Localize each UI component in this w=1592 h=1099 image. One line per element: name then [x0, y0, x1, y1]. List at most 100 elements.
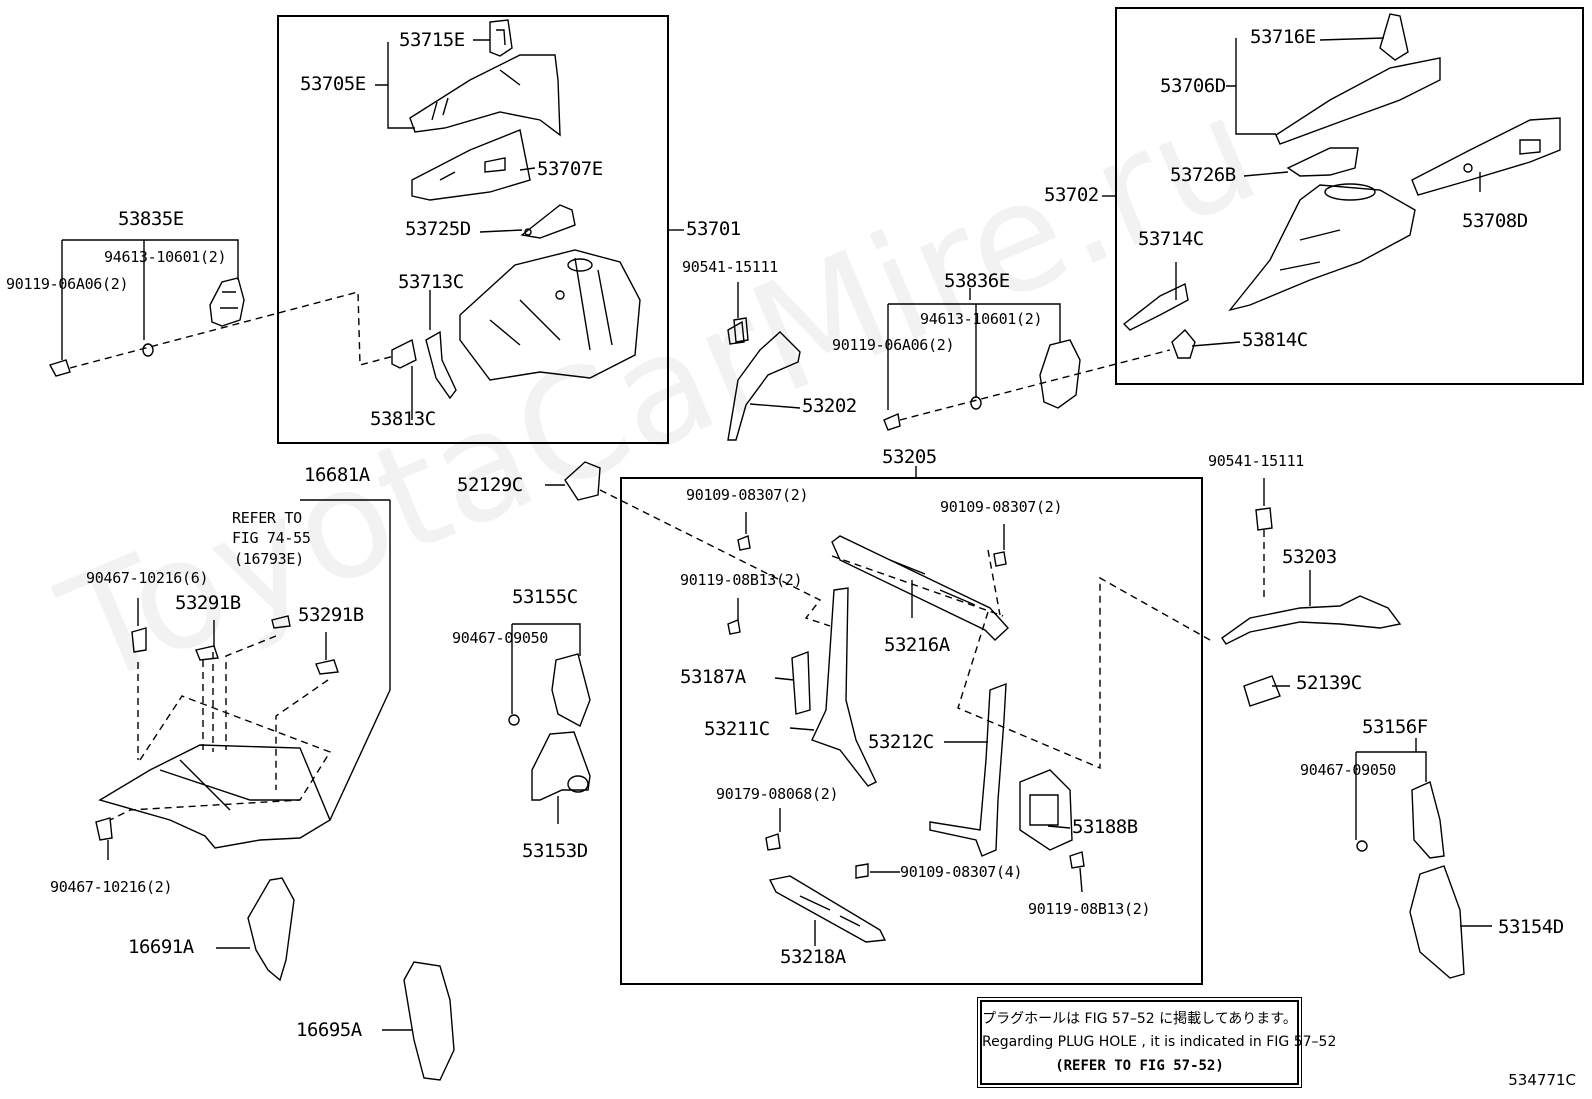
label-53705E: 53705E: [300, 73, 366, 95]
part-53218A: [768, 875, 887, 943]
label-53153D: 53153D: [522, 840, 588, 862]
part-clip-90467a: [131, 627, 147, 653]
group-box-53702: [1115, 7, 1584, 385]
part-clip-90467d: [1356, 840, 1368, 852]
label-90541-a: 90541-15111: [682, 258, 779, 276]
refer-line-2: FIG 74-55: [232, 529, 311, 547]
label-53218A: 53218A: [780, 946, 846, 968]
part-53814C: [1171, 328, 1196, 359]
label-53205: 53205: [882, 446, 937, 468]
part-53202: [727, 320, 801, 441]
part-53708D: [1411, 117, 1561, 196]
part-53706D: [1275, 57, 1441, 145]
clip-53291B-1: [195, 645, 219, 661]
part-clip-90467c: [508, 714, 520, 726]
label-53708D: 53708D: [1462, 210, 1528, 232]
label-53202: 53202: [802, 395, 857, 417]
plug-hole-note: プラグホールは FIG 57–52 に掲載してあります。 Regarding P…: [977, 997, 1337, 1088]
part-53155C: [551, 653, 591, 727]
label-53216A: 53216A: [884, 634, 950, 656]
label-53187A: 53187A: [680, 666, 746, 688]
label-90119-d: 90119-08B13(2): [1028, 900, 1151, 918]
part-16691A: [247, 877, 295, 982]
label-53836E: 53836E: [944, 270, 1010, 292]
part-bolt-90109c: [855, 863, 869, 879]
label-53211C: 53211C: [704, 718, 770, 740]
label-90467-b: 90467-10216(2): [50, 878, 173, 896]
group-box-53205: [620, 477, 1203, 985]
part-53154D: [1409, 865, 1465, 979]
part-53716E: [1379, 13, 1409, 61]
label-90467-a: 90467-10216(6): [86, 569, 209, 587]
part-53836E: [1039, 339, 1081, 409]
part-53705E: [409, 54, 561, 137]
part-53726B: [1286, 147, 1359, 177]
label-53726B: 53726B: [1170, 164, 1236, 186]
part-bolt-90109a: [737, 535, 751, 551]
clip-16793E: [271, 615, 291, 629]
label-90467-c: 90467-09050: [452, 629, 549, 647]
part-53211C: [811, 587, 877, 787]
dash-16681A: [109, 635, 332, 821]
part-53216A: [831, 535, 1009, 641]
label-16695A: 16695A: [296, 1019, 362, 1041]
note-en: Regarding PLUG HOLE , it is indicated in…: [982, 1034, 1337, 1050]
label-90467-d: 90467-09050: [1300, 761, 1397, 779]
part-53813C: [425, 330, 457, 400]
label-90179: 90179-08068(2): [716, 785, 839, 803]
dash-53205-right: [831, 549, 1211, 770]
label-16691A: 16691A: [128, 936, 194, 958]
part-washer-b: [970, 396, 982, 410]
part-53212C: [929, 682, 1007, 857]
note-ref: (REFER TO FIG 57-52): [1055, 1058, 1224, 1074]
label-53291B-1: 53291B: [175, 592, 241, 614]
dash-53835E: [69, 291, 395, 369]
label-52139C: 52139C: [1296, 672, 1362, 694]
label-53835E: 53835E: [118, 208, 184, 230]
part-52139C: [1243, 675, 1281, 707]
label-90119-a: 90119-06A06(2): [6, 275, 129, 293]
label-94613-a: 94613-10601(2): [104, 248, 227, 266]
part-bolt-a: [48, 359, 71, 377]
label-53814C: 53814C: [1242, 329, 1308, 351]
label-90541-b: 90541-15111: [1208, 452, 1305, 470]
label-53706D: 53706D: [1160, 75, 1226, 97]
refer-line-3: (16793E): [234, 550, 304, 568]
part-main-apron: [1228, 183, 1416, 312]
part-bolt-90119c: [727, 619, 741, 635]
label-53707E: 53707E: [537, 158, 603, 180]
label-53702: 53702: [1044, 184, 1099, 206]
label-52129C: 52129C: [457, 474, 523, 496]
part-16681A: [98, 744, 331, 849]
part-53713C: [459, 249, 641, 381]
label-53713C: 53713C: [398, 271, 464, 293]
note-jp: プラグホールは FIG 57–52 に掲載してあります。: [982, 1011, 1297, 1027]
part-16695A: [403, 961, 455, 1081]
label-90109-b: 90109-08307(2): [940, 498, 1063, 516]
part-53707E: [411, 129, 531, 201]
label-53701: 53701: [686, 218, 741, 240]
part-washer-a: [142, 343, 154, 357]
part-52129C: [564, 461, 601, 501]
part-clip-90467b: [95, 817, 113, 841]
label-53291B-2: 53291B: [298, 604, 364, 626]
part-53187A: [791, 651, 811, 715]
part-53714C: [1122, 282, 1189, 331]
clip-53291B-2: [315, 659, 339, 675]
label-53715E: 53715E: [399, 29, 465, 51]
part-53835E: [209, 277, 245, 327]
leader-lines: [61, 37, 1492, 1031]
part-53725D: [520, 204, 576, 239]
label-90109-a: 90109-08307(2): [686, 486, 809, 504]
label-53813C: 53813C: [370, 408, 436, 430]
figure-number: 534771C: [1508, 1071, 1576, 1089]
label-90119-b: 90119-06A06(2): [832, 336, 955, 354]
label-53154D: 53154D: [1498, 916, 1564, 938]
part-53153D: [531, 731, 591, 801]
part-clip-90541b: [1255, 507, 1273, 531]
dash-52129C: [599, 489, 831, 627]
label-53725D: 53725D: [405, 218, 471, 240]
label-53212C: 53212C: [868, 731, 934, 753]
part-nut-90179: [765, 833, 781, 851]
